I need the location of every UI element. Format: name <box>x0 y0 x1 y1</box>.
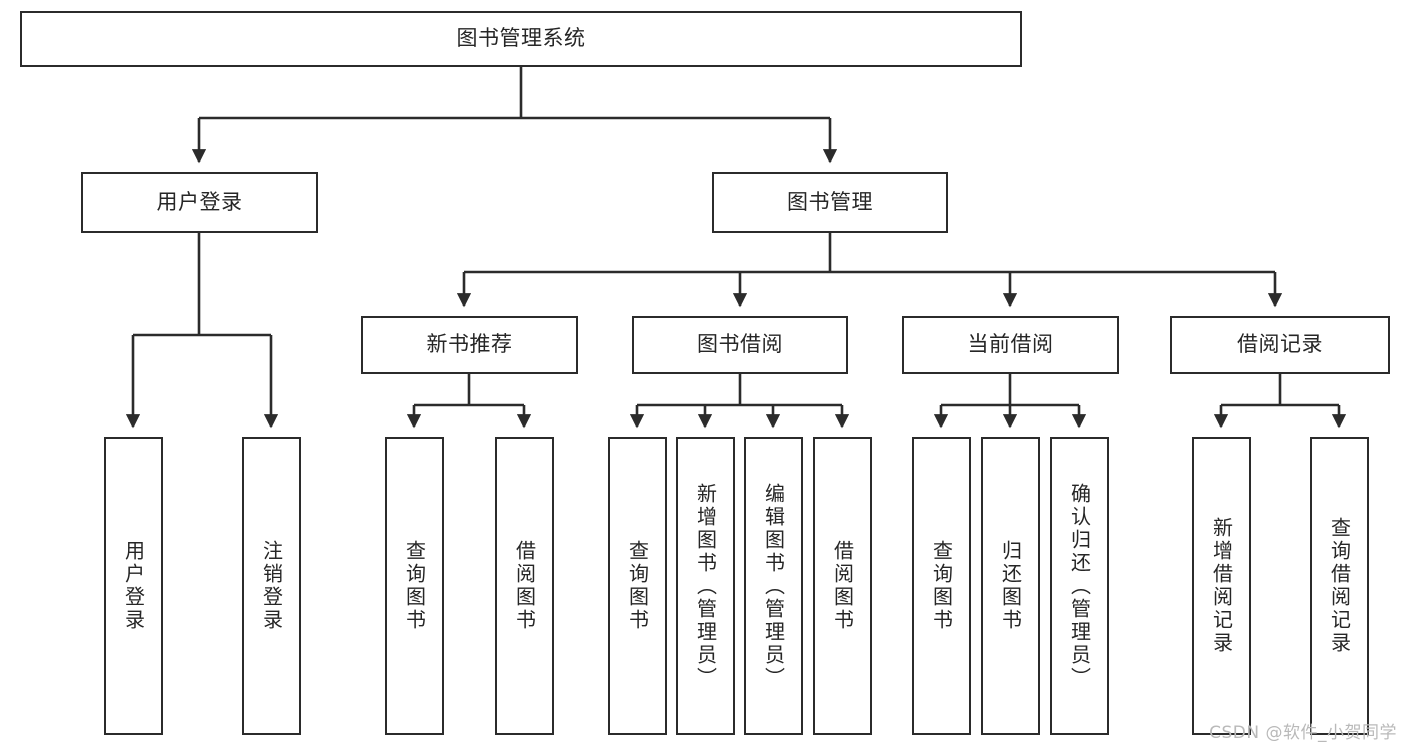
borrow-record-to-leaves-connectors <box>1213 374 1347 429</box>
node-new-book-recommend[interactable]: 新书推荐 <box>361 316 578 374</box>
book-manage-to-level3-connectors <box>456 233 1283 308</box>
node-leaf-query-book-2[interactable]: 查询图书 <box>608 437 667 735</box>
node-leaf-add-record[interactable]: 新增借阅记录 <box>1192 437 1251 735</box>
node-book-manage[interactable]: 图书管理 <box>712 172 948 233</box>
node-leaf-user-login[interactable]: 用户登录 <box>104 437 163 735</box>
user-login-to-leaves-connectors <box>125 233 279 429</box>
node-borrow-record-label: 借阅记录 <box>1237 332 1323 357</box>
new-book-recommend-to-leaves-connectors <box>406 374 532 429</box>
node-current-borrow-label: 当前借阅 <box>967 332 1054 357</box>
node-borrow-record[interactable]: 借阅记录 <box>1170 316 1390 374</box>
node-leaf-edit-book[interactable]: 编辑图书（管理员） <box>744 437 803 735</box>
node-book-borrow-label: 图书借阅 <box>697 332 783 357</box>
node-leaf-query-book-3-label: 查询图书 <box>929 540 954 632</box>
node-user-login-label: 用户登录 <box>156 189 243 214</box>
node-leaf-query-record[interactable]: 查询借阅记录 <box>1310 437 1369 735</box>
node-leaf-borrow-book-1[interactable]: 借阅图书 <box>495 437 554 735</box>
node-book-borrow[interactable]: 图书借阅 <box>632 316 848 374</box>
node-root-label: 图书管理系统 <box>456 26 586 51</box>
node-leaf-add-record-label: 新增借阅记录 <box>1209 517 1234 655</box>
node-root[interactable]: 图书管理系统 <box>20 11 1022 67</box>
node-leaf-user-login-label: 用户登录 <box>121 540 146 632</box>
node-leaf-user-logout[interactable]: 注销登录 <box>242 437 301 735</box>
node-leaf-confirm-return[interactable]: 确认归还（管理员） <box>1050 437 1109 735</box>
node-leaf-add-book[interactable]: 新增图书（管理员） <box>676 437 735 735</box>
node-leaf-query-book-2-label: 查询图书 <box>625 540 650 632</box>
node-new-book-recommend-label: 新书推荐 <box>426 332 513 357</box>
book-borrow-to-leaves-connectors <box>629 374 850 429</box>
root-to-level2-connectors <box>191 67 838 164</box>
node-leaf-return-book[interactable]: 归还图书 <box>981 437 1040 735</box>
node-leaf-query-record-label: 查询借阅记录 <box>1327 517 1352 655</box>
current-borrow-to-leaves-connectors <box>933 374 1087 429</box>
node-leaf-query-book-1-label: 查询图书 <box>402 540 427 632</box>
node-user-login[interactable]: 用户登录 <box>81 172 318 233</box>
node-leaf-user-logout-label: 注销登录 <box>259 540 284 632</box>
node-leaf-edit-book-label: 编辑图书（管理员） <box>761 482 786 690</box>
node-book-manage-label: 图书管理 <box>787 189 873 214</box>
node-leaf-borrow-book-2-label: 借阅图书 <box>830 540 855 632</box>
node-leaf-query-book-3[interactable]: 查询图书 <box>912 437 971 735</box>
node-leaf-borrow-book-2[interactable]: 借阅图书 <box>813 437 872 735</box>
node-leaf-confirm-return-label: 确认归还（管理员） <box>1067 482 1092 690</box>
node-leaf-return-book-label: 归还图书 <box>998 540 1023 632</box>
node-current-borrow[interactable]: 当前借阅 <box>902 316 1119 374</box>
node-leaf-query-book-1[interactable]: 查询图书 <box>385 437 444 735</box>
node-leaf-add-book-label: 新增图书（管理员） <box>693 482 718 690</box>
node-leaf-borrow-book-1-label: 借阅图书 <box>512 540 537 632</box>
